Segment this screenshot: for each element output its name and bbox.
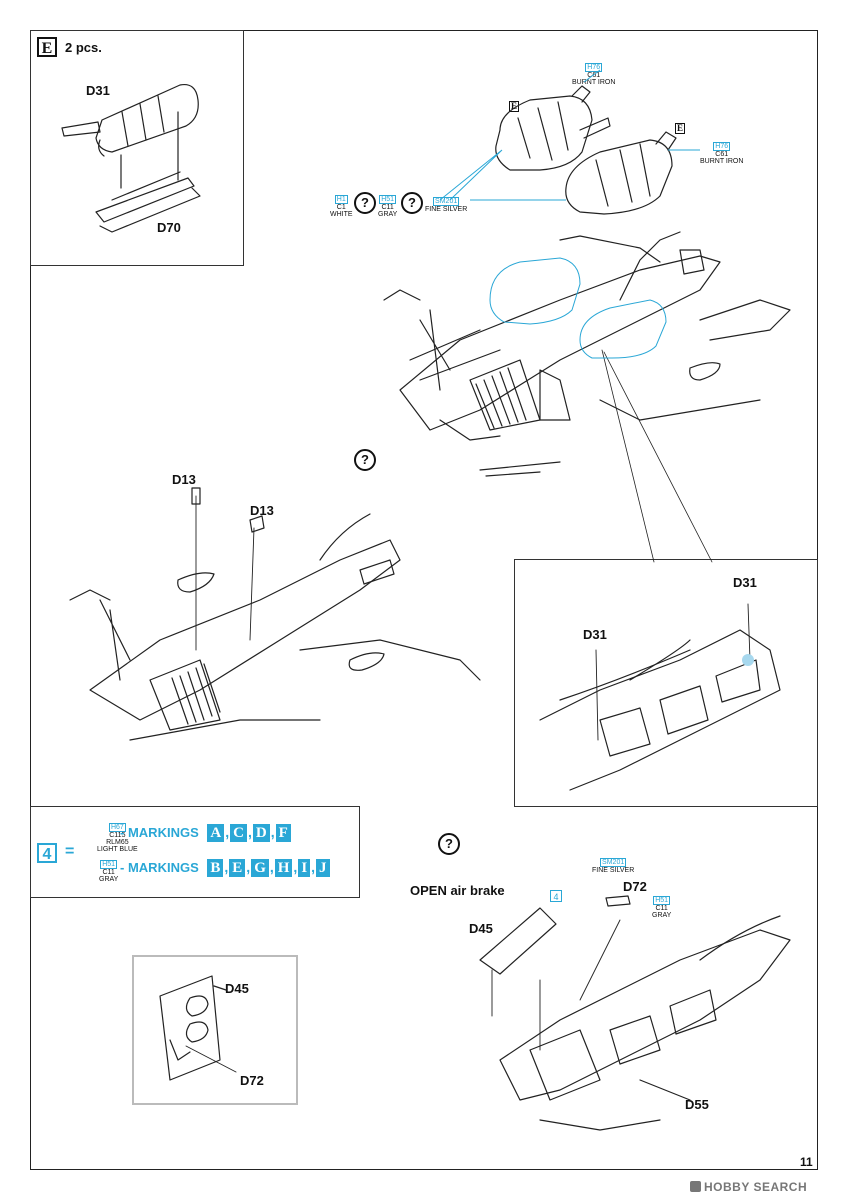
marking-f: F [275, 824, 291, 842]
question-icon-3: ? [354, 449, 376, 471]
legend-row1-text: - MARKINGS A,C,D,F [120, 824, 292, 842]
step-e-icon-left: E [509, 101, 520, 112]
part-d13-left: D13 [172, 472, 196, 487]
bottom-part-d55: D55 [685, 1097, 709, 1112]
bottom-title: OPEN air brake [410, 883, 505, 898]
paint-h51-bottom: H51 C11 GRAY [652, 896, 672, 919]
inset-e-qty: 2 pcs. [65, 40, 102, 55]
marking-b: B [207, 859, 224, 877]
legend-row1-paint: H67 C115 RLM65 LIGHT BLUE [97, 823, 138, 853]
nozzle-lower [565, 131, 677, 215]
watermark-logo-icon [690, 1181, 701, 1192]
cyan-highlights [439, 69, 700, 359]
paint-h76-right: H76 C61 BURNT IRON [700, 142, 744, 165]
paint-sm201-bottom: SM201 FINE SILVER [592, 858, 635, 874]
inset-e-box [30, 30, 244, 266]
question-icon-1: ? [354, 192, 376, 214]
highlight-dot [742, 654, 754, 666]
part-d13-right: D13 [250, 503, 274, 518]
question-icon-2: ? [401, 192, 423, 214]
fuselage-top [383, 231, 791, 477]
d70-tray [95, 171, 201, 233]
inset-e-badge: E [37, 37, 57, 57]
marking-a: A [207, 824, 225, 842]
paint-h1: H1 C1 WHITE [330, 195, 353, 218]
fuselage-bottom [479, 895, 791, 1131]
inset-brake-art [159, 975, 237, 1081]
legend-box [30, 806, 360, 898]
marking-i: I [298, 859, 311, 877]
step-e-icon-right: E [675, 123, 686, 134]
bottom-part-d72: D72 [623, 879, 647, 894]
paint-h51: H51 C11 GRAY [378, 195, 398, 218]
marking-h: H [274, 859, 293, 877]
inset-e-part-d31: D31 [86, 83, 110, 98]
watermark: HOBBY SEARCH [690, 1180, 807, 1194]
detail-art [539, 603, 781, 791]
detail-part-d31-right: D31 [733, 575, 757, 590]
legend-equals: = [65, 843, 75, 860]
marking-c: C [230, 824, 247, 842]
bottom-callout-4: 4 [550, 890, 562, 902]
paint-sm201-top: SM201 FINE SILVER [425, 197, 468, 213]
d31-cylinder [61, 83, 199, 189]
inset-e-part-d70: D70 [157, 220, 181, 235]
inset-brake-box [132, 955, 298, 1105]
marking-e: E [229, 859, 246, 877]
paint-h76-top: H76 C61 BURNT IRON [572, 63, 616, 86]
legend-row2-paint: H51 C11 GRAY [99, 860, 119, 883]
detail-box [514, 559, 818, 807]
fuselage-middle [69, 487, 481, 741]
inset-part-d45: D45 [225, 981, 249, 996]
marking-j: J [316, 859, 330, 877]
page-number: 11 [800, 1155, 813, 1169]
legend-number: 4 [37, 843, 57, 863]
detail-part-d31-left: D31 [583, 627, 607, 642]
question-icon-4: ? [438, 833, 460, 855]
inset-part-d72: D72 [240, 1073, 264, 1088]
legend-row2-text: - MARKINGS B,E,G,H,I,J [120, 859, 331, 877]
nozzle-upper [495, 85, 611, 171]
marking-g: G [251, 859, 269, 877]
marking-d: D [252, 824, 270, 842]
bottom-part-d45: D45 [469, 921, 493, 936]
